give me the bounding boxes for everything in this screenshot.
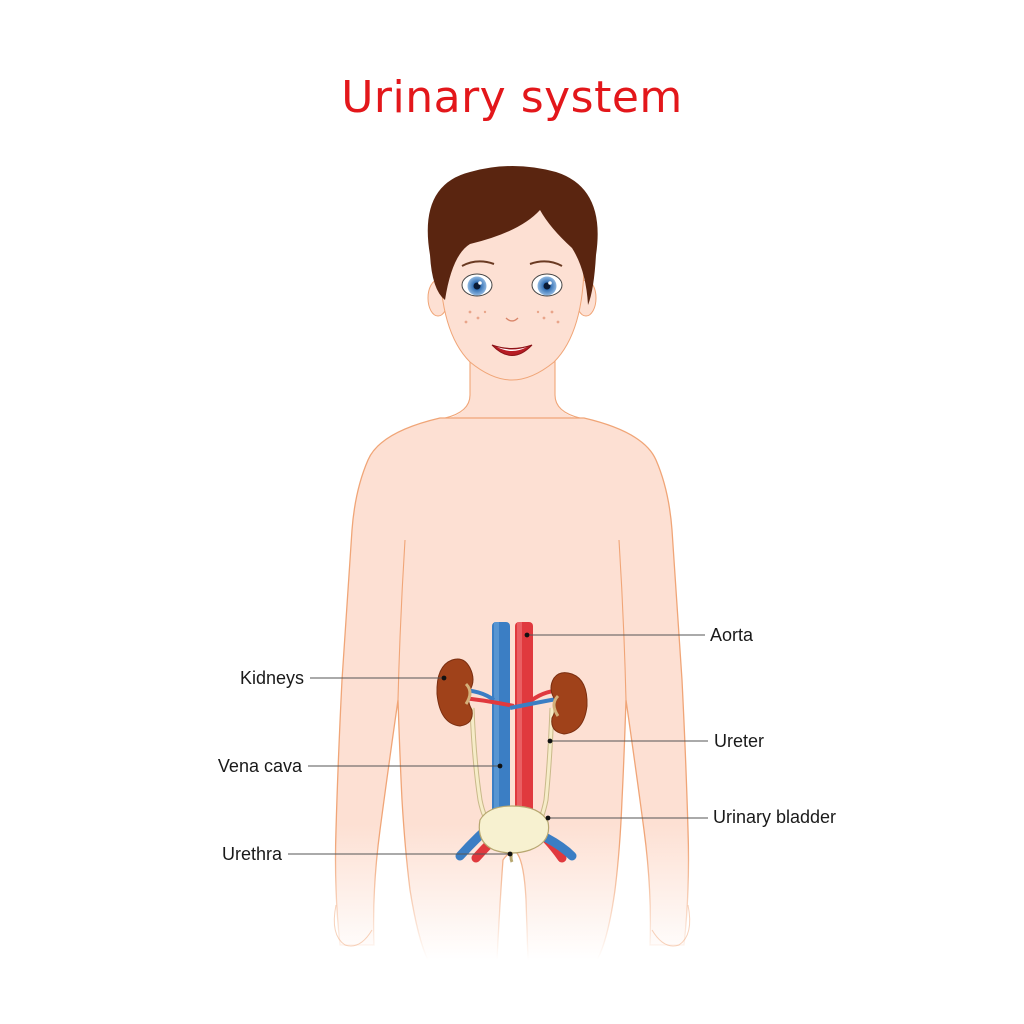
nose <box>505 317 519 322</box>
label-urinary-bladder: Urinary bladder <box>713 807 837 827</box>
label-aorta: Aorta <box>710 625 754 645</box>
label-vena-cava: Vena cava <box>217 756 302 776</box>
leader-dots <box>441 632 553 857</box>
freckles <box>464 310 560 324</box>
child-body <box>333 330 691 961</box>
right-arm-line <box>618 539 627 701</box>
diagram-title: Urinary system <box>341 72 683 123</box>
child-head <box>427 166 598 381</box>
label-urethra: Urethra <box>221 844 282 864</box>
right-eyebrow <box>529 260 563 267</box>
label-kidneys: Kidneys <box>239 668 304 688</box>
urinary-bladder <box>478 805 550 854</box>
left-hand <box>333 904 373 947</box>
organs <box>436 622 588 863</box>
right-kidney <box>550 672 588 735</box>
torso <box>334 417 690 961</box>
hair <box>427 166 598 305</box>
left-eyebrow <box>461 260 495 267</box>
right-hand <box>651 904 691 947</box>
label-ureter: Ureter <box>714 731 765 751</box>
left-kidney <box>436 658 474 727</box>
leader-lines <box>288 634 708 855</box>
left-arm-line <box>397 539 406 701</box>
